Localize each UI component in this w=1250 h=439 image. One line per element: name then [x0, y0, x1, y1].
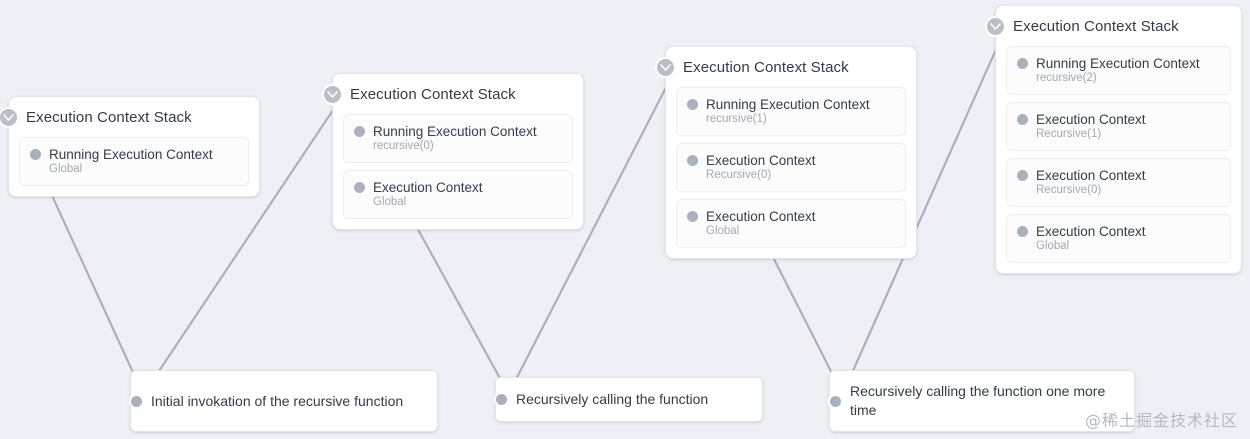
caption-box-initial-invokation[interactable]: Initial invokation of the recursive func…	[130, 370, 438, 432]
context-title: Execution Context	[373, 180, 483, 195]
context-card[interactable]: Execution Context Global	[343, 170, 573, 219]
node-dot-icon	[1017, 226, 1028, 237]
stack-panel-4[interactable]: Execution Context Stack Running Executio…	[987, 5, 1242, 274]
context-subtitle: Recursive(1)	[1036, 128, 1102, 140]
context-title: Running Execution Context	[373, 124, 537, 139]
context-title: Running Execution Context	[49, 147, 213, 162]
context-card[interactable]: Execution Context Recursive(1)	[1006, 102, 1231, 151]
watermark: @稀土掘金技术社区	[1084, 411, 1238, 430]
context-card[interactable]: Execution Context Global	[676, 199, 906, 248]
stack-header[interactable]: Execution Context Stack	[324, 78, 583, 110]
stack-panel-2[interactable]: Execution Context Stack Running Executio…	[324, 73, 584, 230]
context-subtitle: Global	[49, 163, 83, 175]
context-list: Running Execution Context Global	[9, 133, 259, 196]
context-title: Execution Context	[1036, 168, 1146, 183]
context-card[interactable]: Execution Context Recursive(0)	[1006, 158, 1231, 207]
stack-title: Execution Context Stack	[26, 108, 192, 126]
caption-text: Recursively calling the function one mor…	[850, 383, 1106, 418]
node-dot-icon	[496, 394, 507, 405]
context-title: Running Execution Context	[1036, 56, 1200, 71]
node-dot-icon	[354, 182, 365, 193]
stack-panel-3[interactable]: Execution Context Stack Running Executio…	[657, 46, 917, 259]
stack-title: Execution Context Stack	[350, 85, 516, 103]
context-subtitle: Global	[1036, 240, 1070, 252]
node-dot-icon	[830, 395, 841, 407]
context-subtitle: recursive(2)	[1036, 72, 1097, 84]
node-dot-icon	[687, 211, 698, 222]
context-title: Running Execution Context	[706, 97, 870, 112]
context-subtitle: Global	[373, 196, 407, 208]
node-dot-icon	[131, 395, 142, 407]
context-title: Execution Context	[1036, 224, 1146, 239]
chevron-down-icon[interactable]	[0, 108, 17, 126]
context-list: Running Execution Context recursive(1) E…	[666, 83, 916, 258]
stack-header[interactable]: Execution Context Stack	[657, 51, 916, 83]
node-dot-icon	[30, 149, 41, 160]
context-subtitle: Recursive(0)	[706, 169, 772, 181]
stack-title: Execution Context Stack	[1013, 17, 1179, 35]
context-card[interactable]: Running Execution Context recursive(1)	[676, 87, 906, 136]
context-card[interactable]: Running Execution Context Global	[19, 137, 249, 186]
caption-text: Initial invokation of the recursive func…	[151, 392, 404, 409]
context-subtitle: recursive(0)	[373, 140, 434, 152]
context-subtitle: recursive(1)	[706, 113, 767, 125]
node-dot-icon	[354, 126, 365, 137]
context-card[interactable]: Execution Context Global	[1006, 214, 1231, 263]
node-dot-icon	[687, 99, 698, 110]
context-list: Running Execution Context recursive(0) E…	[333, 110, 583, 229]
node-dot-icon	[1017, 114, 1028, 125]
node-dot-icon	[1017, 58, 1028, 69]
node-dot-icon	[1017, 170, 1028, 181]
caption-box-recursive-call[interactable]: Recursively calling the function	[495, 377, 763, 422]
stack-header[interactable]: Execution Context Stack	[0, 101, 259, 133]
context-list: Running Execution Context recursive(2) E…	[996, 42, 1241, 273]
caption-text: Recursively calling the function	[516, 391, 709, 407]
chevron-down-icon[interactable]	[987, 17, 1004, 35]
context-title: Execution Context	[706, 153, 816, 168]
stack-panel-1[interactable]: Execution Context Stack Running Executio…	[0, 96, 260, 197]
chevron-down-icon[interactable]	[657, 58, 674, 76]
stack-title: Execution Context Stack	[683, 58, 849, 76]
context-subtitle: Global	[706, 225, 740, 237]
context-card[interactable]: Running Execution Context recursive(0)	[343, 114, 573, 163]
chevron-down-icon[interactable]	[324, 85, 341, 103]
context-card[interactable]: Running Execution Context recursive(2)	[1006, 46, 1231, 95]
stack-header[interactable]: Execution Context Stack	[987, 10, 1241, 42]
node-dot-icon	[687, 155, 698, 166]
context-title: Execution Context	[1036, 112, 1146, 127]
context-subtitle: Recursive(0)	[1036, 184, 1102, 196]
context-title: Execution Context	[706, 209, 816, 224]
context-card[interactable]: Execution Context Recursive(0)	[676, 143, 906, 192]
